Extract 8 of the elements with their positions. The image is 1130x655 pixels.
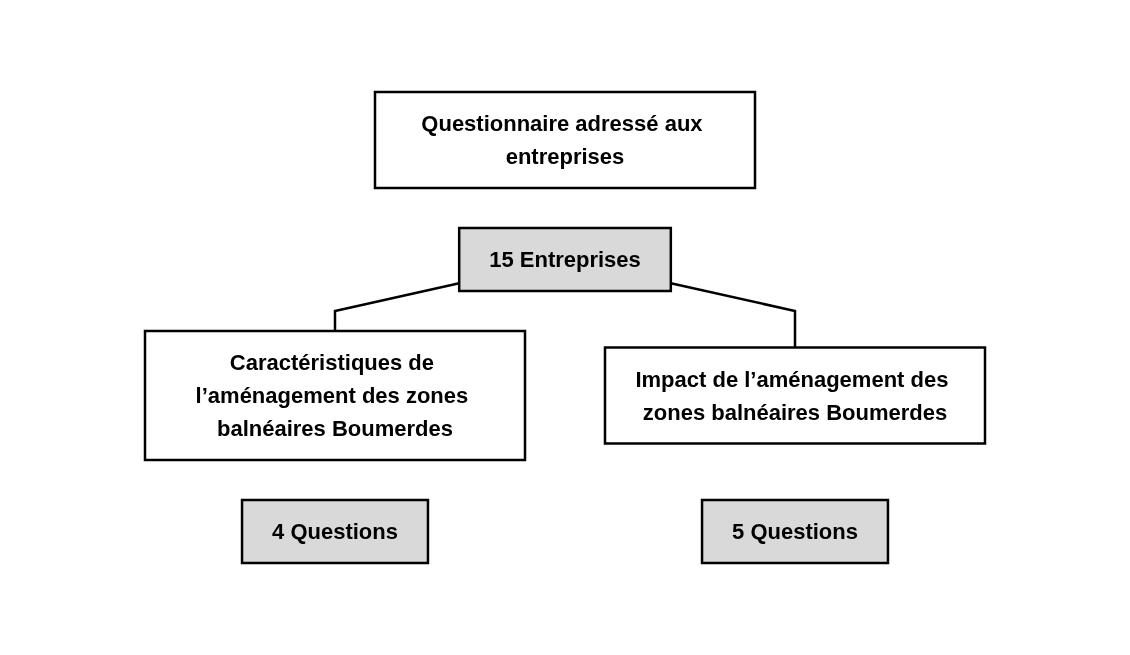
node-box: Impact de l’aménagement des zones balnéaires Boumerdes [603,346,987,445]
connector [670,282,797,348]
node-box: 4 Questions [240,498,430,565]
connector [333,281,460,331]
node-box: 5 Questions [700,498,890,565]
node-box: Questionnaire adressé aux entreprises [373,90,757,190]
node-box: Caractéristiques de l’aménagement des zones balnéaires Boumerdes [143,329,527,462]
node-box: 15 Entreprises [457,226,673,293]
